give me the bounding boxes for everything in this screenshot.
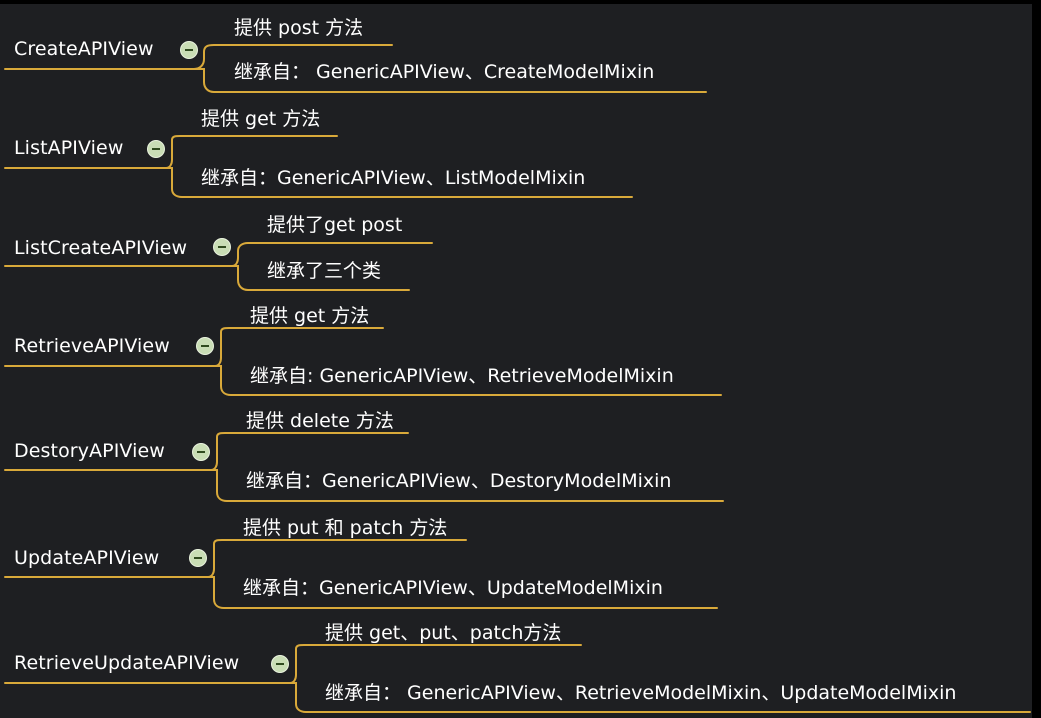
node-label[interactable]: DestoryAPIView <box>14 440 165 462</box>
collapse-toggle-icon[interactable] <box>180 41 198 59</box>
child-label[interactable]: 继承自: GenericAPIView、RetrieveModelMixin <box>250 365 674 387</box>
lower-branch-edge <box>210 469 724 502</box>
collapse-toggle-icon[interactable] <box>192 443 210 461</box>
lower-branch-edge <box>207 576 718 609</box>
collapse-toggle-icon[interactable] <box>213 238 231 256</box>
child-label[interactable]: 提供 get 方法 <box>250 305 370 327</box>
node-label[interactable]: RetrieveUpdateAPIView <box>14 652 240 674</box>
node-label[interactable]: CreateAPIView <box>14 38 154 60</box>
collapse-toggle-icon[interactable] <box>189 549 207 567</box>
lower-branch-edge <box>165 167 633 198</box>
child-label[interactable]: 继承自：GenericAPIView、DestoryModelMixin <box>246 470 672 492</box>
child-label[interactable]: 继承自： GenericAPIView、CreateModelMixin <box>234 61 655 83</box>
node-label[interactable]: RetrieveAPIView <box>14 335 170 357</box>
child-label[interactable]: 继承自： GenericAPIView、RetrieveModelMixin、U… <box>325 682 957 704</box>
child-label[interactable]: 提供 delete 方法 <box>246 410 394 432</box>
node-label[interactable]: ListAPIView <box>14 137 124 159</box>
child-label[interactable]: 提供 post 方法 <box>234 17 364 39</box>
node-label[interactable]: ListCreateAPIView <box>14 237 188 259</box>
child-label[interactable]: 提供 get、put、patch方法 <box>325 622 562 644</box>
lower-branch-edge <box>214 365 722 396</box>
collapse-toggle-icon[interactable] <box>196 337 214 355</box>
child-label[interactable]: 提供 put 和 patch 方法 <box>243 517 448 539</box>
lower-branch-edge <box>193 68 707 93</box>
lower-branch-edge <box>289 682 1031 713</box>
child-label[interactable]: 提供了get post <box>267 214 403 236</box>
child-label[interactable]: 继承自：GenericAPIView、UpdateModelMixin <box>243 577 663 599</box>
lower-branch-edge <box>231 265 410 291</box>
node-label[interactable]: UpdateAPIView <box>14 547 160 569</box>
child-label[interactable]: 继承自：GenericAPIView、ListModelMixin <box>201 167 586 189</box>
child-label[interactable]: 继承了三个类 <box>267 260 382 282</box>
collapse-toggle-icon[interactable] <box>271 655 289 673</box>
child-label[interactable]: 提供 get 方法 <box>201 108 321 130</box>
collapse-toggle-icon[interactable] <box>147 140 165 158</box>
